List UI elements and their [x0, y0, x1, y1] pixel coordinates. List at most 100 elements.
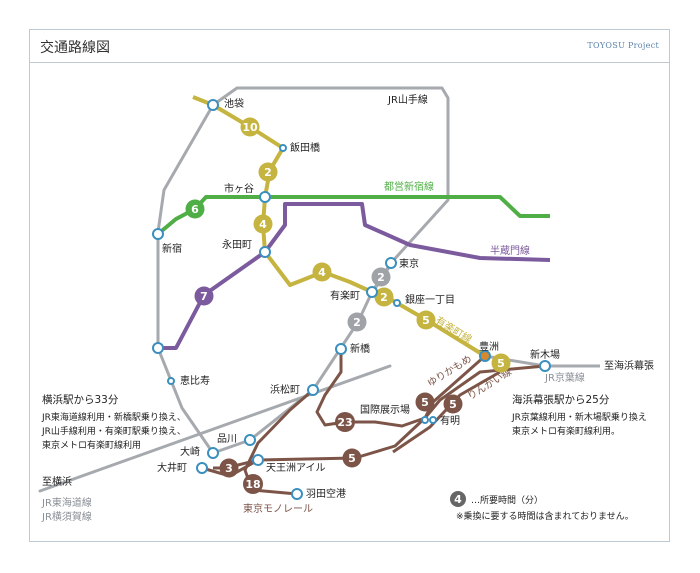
- label-yurakucho: 有楽町: [330, 289, 360, 302]
- svg-text:2: 2: [264, 166, 272, 179]
- label-tokyo: 東京: [399, 257, 419, 270]
- makuhari-note-title: 海浜幕張駅から25分: [512, 393, 610, 406]
- yamanote-line: [156, 86, 450, 455]
- label-ikebukuro: 池袋: [224, 97, 244, 110]
- label-ebisu: 恵比寿: [180, 374, 210, 387]
- page-title: 交通路線図: [40, 40, 110, 56]
- svg-text:3: 3: [225, 462, 233, 475]
- station-osaki: [207, 447, 219, 459]
- label-shinjuku: 新宿: [162, 242, 182, 255]
- station-ichigaya: [259, 191, 271, 203]
- svg-text:18: 18: [245, 478, 260, 491]
- badge-oimachi-tennozu: 3: [219, 458, 239, 478]
- label-haneda: 羽田空港: [306, 487, 346, 500]
- badge-toyosu-kokusai: 5: [415, 392, 435, 412]
- legend-badge: 4: [454, 493, 462, 506]
- svg-text:4: 4: [259, 218, 267, 231]
- makuhari-note-line1: JR京葉線利用・新木場駅乗り換え: [511, 411, 647, 423]
- station-shimbashi: [335, 343, 347, 355]
- badge-hamamatsucho-haneda: 18: [243, 474, 263, 494]
- label-hamamatsucho: 浜松町: [270, 383, 300, 396]
- badge-toyosu-shinkiba: 5: [491, 353, 511, 373]
- legend-text: …所要時間（分）: [471, 495, 543, 506]
- label-yamanote: JR山手線: [387, 93, 428, 106]
- station-ebisu: [167, 377, 175, 385]
- svg-text:23: 23: [337, 416, 352, 429]
- station-shinjuku: [152, 228, 164, 240]
- yokohama-note-line3: 東京メトロ有楽町線利用: [42, 439, 141, 451]
- label-shimbashi: 新橋: [350, 342, 370, 355]
- badge-ichigaya-nagatacho: 4: [253, 214, 273, 234]
- hanzomon-line: [158, 202, 551, 350]
- badge-tokyo-yurakucho: 2: [371, 267, 391, 287]
- makuhari-note-line2: 東京メトロ有楽町線利用。: [512, 425, 620, 437]
- label-kokusai-tenjijo: 国際展示場: [360, 403, 410, 416]
- yokohama-note-line2: JR山手線利用・有楽町駅乗り換え、: [41, 425, 186, 437]
- station-oimachi: [196, 462, 208, 474]
- label-shinjuku-line: 都営新宿線: [384, 180, 434, 193]
- badge-yurakucho-shimbashi: 2: [347, 312, 367, 332]
- station-toyosu: [479, 350, 491, 362]
- badge-nagatacho-yurakucho: 4: [312, 262, 332, 282]
- svg-text:7: 7: [200, 290, 208, 303]
- station-tennozu-isle: [252, 454, 264, 466]
- station-ariake: [429, 416, 437, 424]
- legend-note: ※乗換に要する時間は含まれておりません。: [456, 510, 634, 522]
- station-hamamatsucho: [307, 384, 319, 396]
- station-ginza: [393, 299, 401, 307]
- label-oimachi: 大井町: [157, 461, 187, 474]
- label-nagatacho: 永田町: [222, 238, 252, 251]
- station-yurakucho: [366, 286, 378, 298]
- svg-text:2: 2: [353, 316, 361, 329]
- label-toyosu: 豊洲: [479, 340, 499, 353]
- station-nagatacho: [259, 246, 271, 258]
- svg-text:5: 5: [348, 452, 356, 465]
- badge-ginza-toyosu: 5: [416, 310, 436, 330]
- badge-shinkiba-ariake: 5: [443, 394, 463, 414]
- label-yokosuka-line: JR横須賀線: [41, 510, 92, 523]
- badge-yurakucho-ginza: 2: [374, 287, 394, 307]
- shinjuku-line: [156, 195, 550, 236]
- label-shinagawa: 品川: [217, 433, 237, 445]
- label-ichigaya: 市ヶ谷: [224, 182, 254, 195]
- badge-ebisu-nagatacho: 7: [194, 286, 214, 306]
- label-hanzomon-line: 半蔵門線: [490, 244, 530, 257]
- station-iidabashi: [279, 144, 287, 152]
- project-label: TOYOSU Project: [587, 41, 659, 50]
- station-kokusai-tenjijo: [421, 416, 429, 424]
- badge-shinjuku-ichigaya: 6: [185, 199, 205, 219]
- svg-text:2: 2: [377, 271, 385, 284]
- svg-text:10: 10: [242, 121, 258, 134]
- label-keiyo-line: JR京葉線: [544, 371, 585, 384]
- svg-text:5: 5: [422, 314, 430, 327]
- badge-tennozu-ariake: 5: [342, 448, 362, 468]
- svg-text:5: 5: [449, 398, 457, 411]
- label-tennozu-isle: 天王洲アイル: [266, 462, 326, 474]
- station-ebisu-hub: [152, 342, 164, 354]
- svg-text:6: 6: [191, 203, 199, 216]
- svg-text:5: 5: [421, 396, 429, 409]
- label-ariake: 有明: [440, 414, 460, 427]
- station-ikebukuro: [207, 99, 219, 111]
- station-haneda: [291, 488, 303, 500]
- label-shinkiba: 新木場: [530, 348, 560, 361]
- badge-shimbashi-kokusai: 23: [335, 412, 355, 432]
- header-bar: 交通路線図 TOYOSU Project: [30, 30, 669, 63]
- label-to-yokohama: 至横浜: [42, 475, 72, 488]
- label-osaki: 大崎: [180, 445, 200, 458]
- yokohama-note-title: 横浜駅から33分: [42, 393, 119, 406]
- label-kaihin-makuhari: 至海浜幕張: [604, 359, 654, 372]
- badge-ikebukuro-iidabashi: 10: [240, 117, 260, 137]
- legend-badge-icon: [450, 491, 466, 507]
- svg-text:4: 4: [318, 266, 326, 279]
- station-tokyo: [385, 257, 397, 269]
- legend: 4 …所要時間（分） ※乗換に要する時間は含まれておりません。: [450, 491, 634, 522]
- time-badges: 10 2 6 4 4 2 2 5 2 7 5 23 5 5 3 5 18: [185, 117, 511, 494]
- svg-text:5: 5: [497, 357, 505, 370]
- label-tokaido-line: JR東海道線: [41, 496, 92, 509]
- svg-text:2: 2: [380, 291, 388, 304]
- badge-iidabashi-ichigaya: 2: [258, 162, 278, 182]
- label-iidabashi: 飯田橋: [290, 141, 320, 154]
- label-monorail: 東京モノレール: [243, 502, 313, 515]
